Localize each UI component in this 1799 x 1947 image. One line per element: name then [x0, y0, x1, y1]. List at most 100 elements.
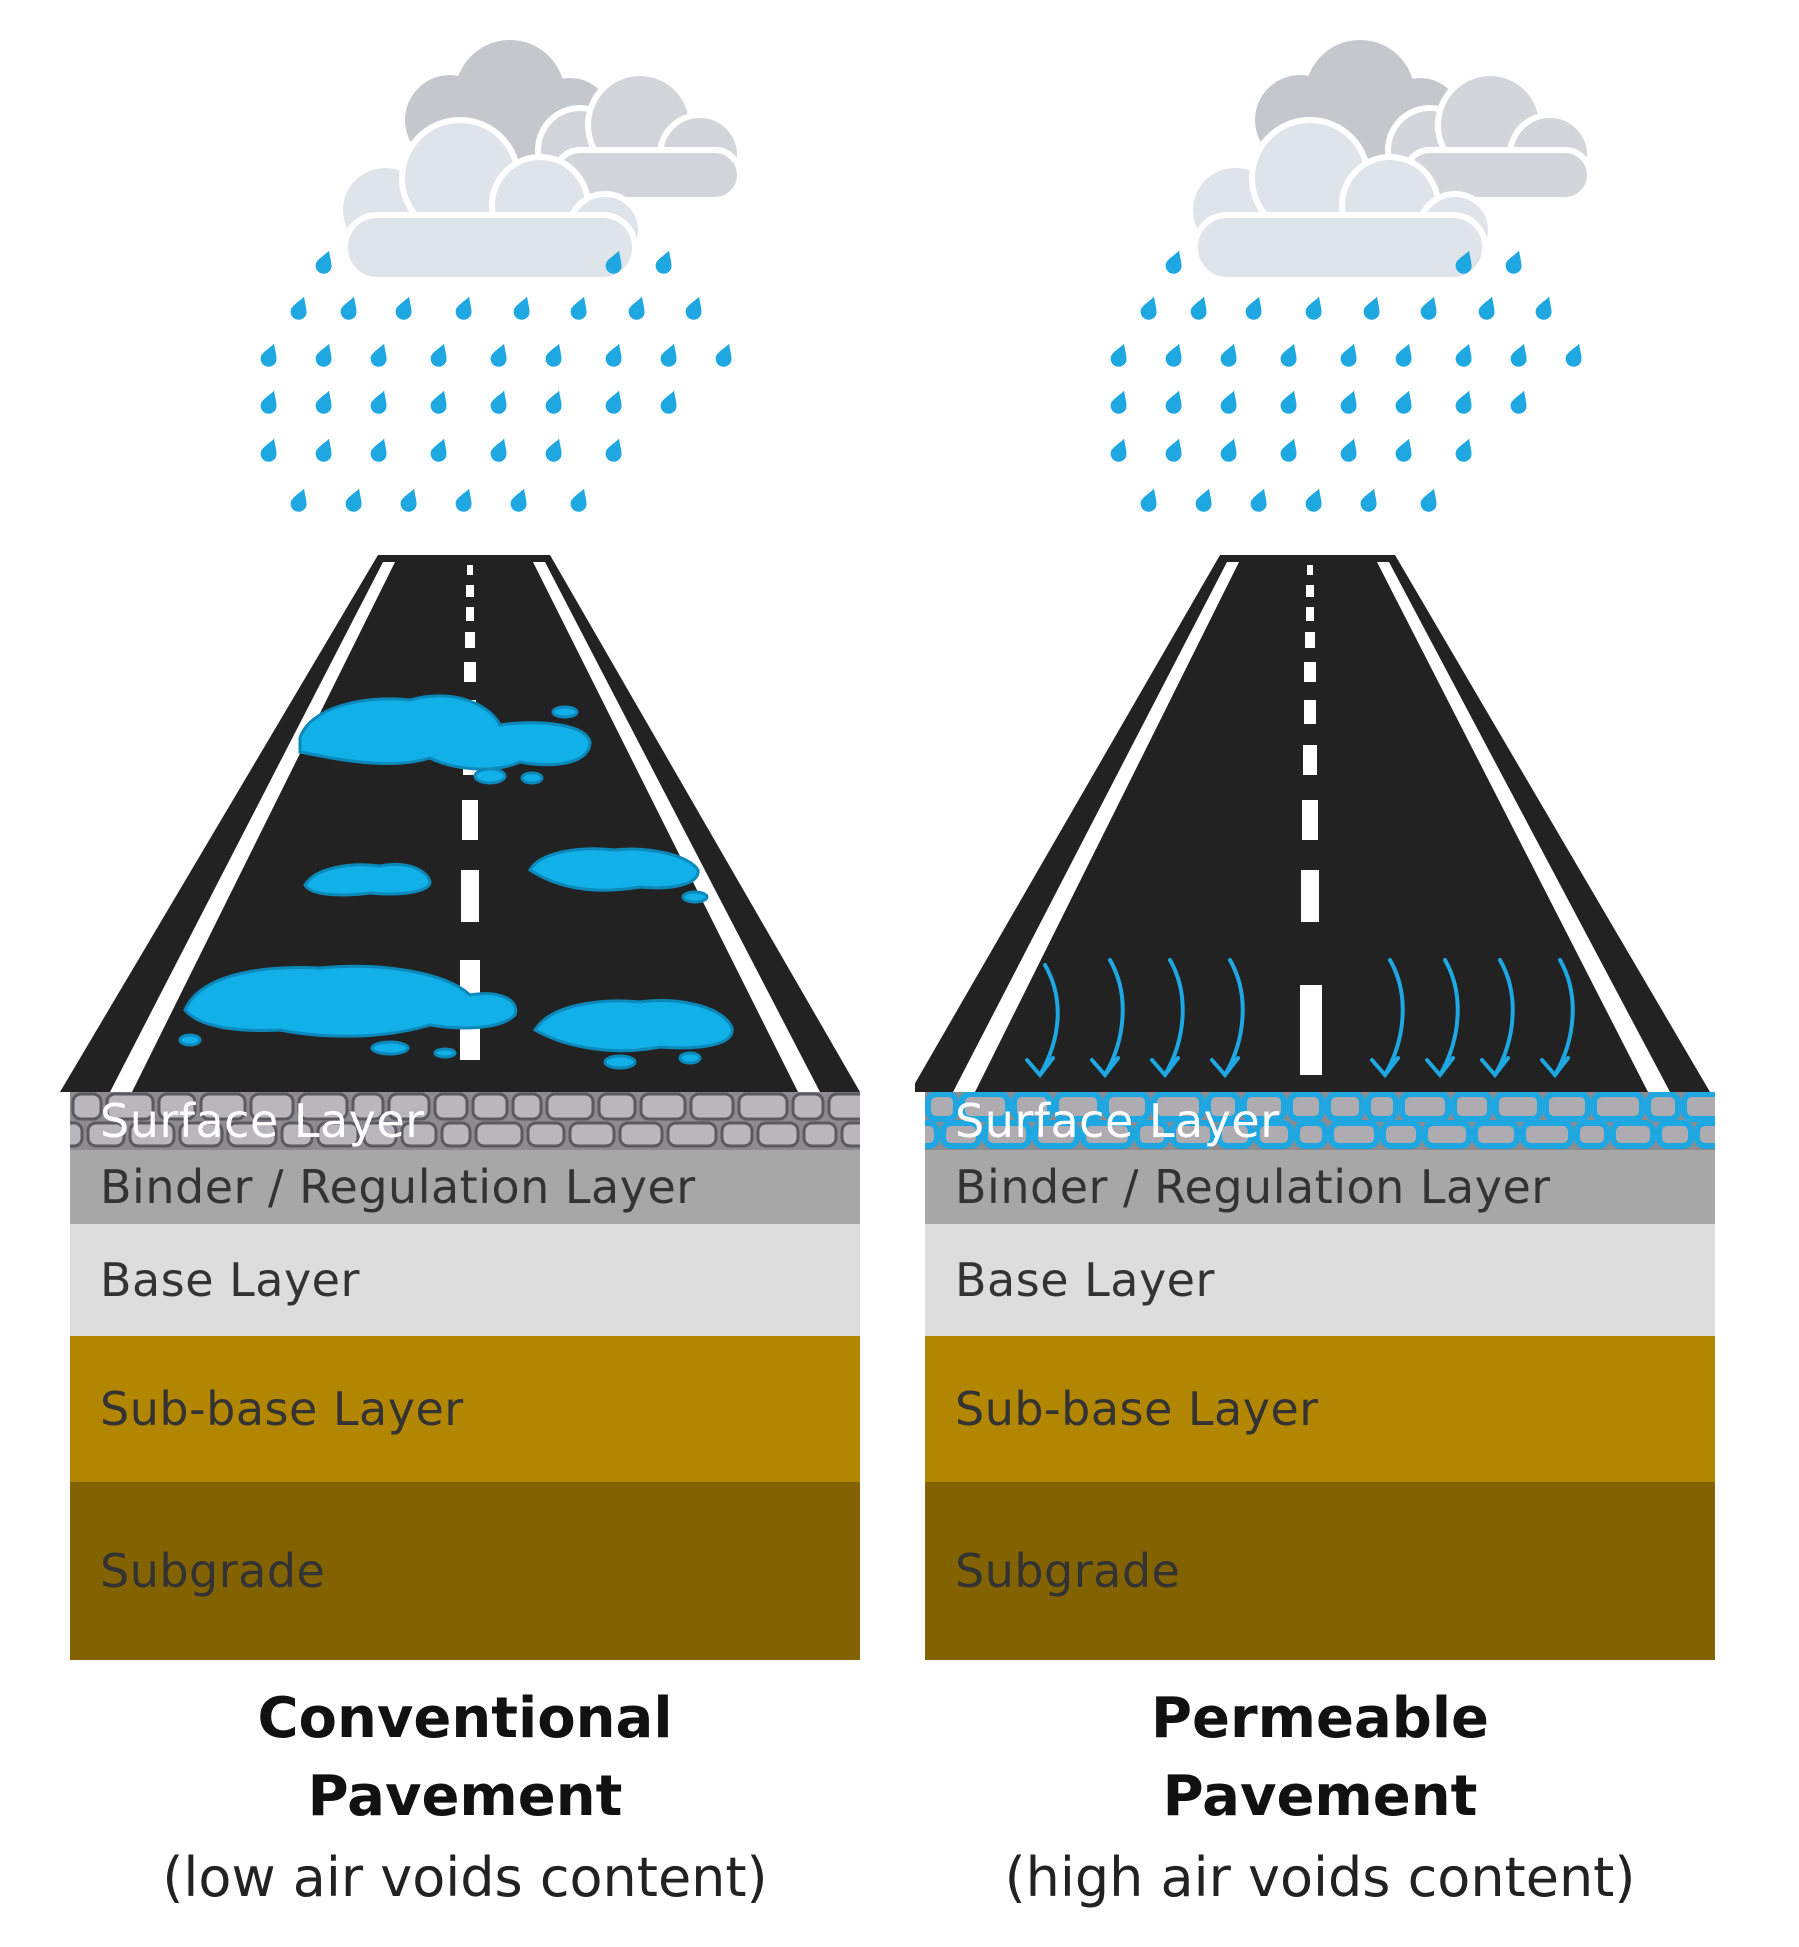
raindrop-icon	[1505, 250, 1522, 274]
base-layer-label: Base Layer	[955, 1253, 1215, 1307]
raindrop-icon	[1245, 296, 1262, 320]
raindrop-icon	[655, 250, 672, 274]
raindrop-icon	[345, 488, 362, 512]
raindrop-icon	[1510, 343, 1527, 367]
raindrop-icon	[490, 343, 507, 367]
raindrop-icon	[605, 390, 622, 414]
raindrop-icon	[430, 343, 447, 367]
conventional-pavement-panel: Surface Layer Binder / Regulation Layer …	[60, 0, 870, 1947]
raindrop-icon	[545, 390, 562, 414]
raindrop-icon	[1420, 296, 1437, 320]
raindrop-icon	[1340, 343, 1357, 367]
rain-cloud-icon	[337, 40, 743, 283]
subbase-layer-label: Sub-base Layer	[955, 1382, 1319, 1436]
raindrop-icon	[1455, 390, 1472, 414]
caption-title-line2: Pavement	[1162, 1764, 1478, 1829]
pavement-layers: Surface Layer Binder / Regulation Layer …	[70, 1092, 860, 1660]
surface-layer-label: Surface Layer	[100, 1094, 425, 1148]
caption-title-line2: Pavement	[307, 1764, 623, 1829]
subbase-layer: Sub-base Layer	[925, 1336, 1715, 1482]
subbase-layer: Sub-base Layer	[70, 1336, 860, 1482]
subgrade-layer: Subgrade	[70, 1482, 860, 1660]
raindrop-icon	[290, 488, 307, 512]
raindrop-icon	[1220, 343, 1237, 367]
raindrop-icon	[715, 343, 732, 367]
raindrop-icon	[1455, 343, 1472, 367]
raindrop-icon	[685, 296, 702, 320]
raindrop-icon	[370, 343, 387, 367]
surface-layer: Surface Layer	[70, 1092, 860, 1150]
conventional-caption: Conventional Pavement (low air voids con…	[70, 1680, 860, 1918]
raindrop-icon	[1455, 438, 1472, 462]
road	[915, 555, 1710, 1092]
raindrop-icon	[455, 488, 472, 512]
raindrop-icon	[430, 438, 447, 462]
raindrop-icon	[1340, 390, 1357, 414]
raindrops	[1110, 250, 1582, 512]
raindrop-icon	[1220, 390, 1237, 414]
raindrop-icon	[370, 390, 387, 414]
raindrop-icon	[545, 343, 562, 367]
raindrop-icon	[1165, 438, 1182, 462]
raindrop-icon	[1110, 390, 1127, 414]
stone-texture	[70, 1092, 860, 1150]
raindrop-icon	[1395, 438, 1412, 462]
raindrop-icon	[660, 343, 677, 367]
raindrop-icon	[1535, 296, 1552, 320]
permeable-caption: Permeable Pavement (high air voids conte…	[925, 1680, 1715, 1918]
caption-title-line1: Permeable	[1150, 1686, 1490, 1751]
raindrop-icon	[570, 296, 587, 320]
caption-subtitle: (low air voids content)	[162, 1846, 768, 1909]
road	[60, 555, 860, 1092]
raindrop-icon	[490, 390, 507, 414]
raindrop-icon	[1360, 488, 1377, 512]
raindrop-icon	[1363, 296, 1380, 320]
raindrop-icon	[1165, 343, 1182, 367]
raindrop-icon	[1478, 296, 1495, 320]
raindrop-icon	[1165, 390, 1182, 414]
conventional-scene	[60, 40, 860, 1092]
raindrop-icon	[260, 390, 277, 414]
base-layer-label: Base Layer	[100, 1253, 360, 1307]
raindrop-icon	[290, 296, 307, 320]
raindrop-icon	[510, 488, 527, 512]
raindrop-icon	[513, 296, 530, 320]
pavement-layers: Surface Layer Binder / Regulation Layer …	[925, 1092, 1715, 1660]
surface-layer-label: Surface Layer	[955, 1094, 1280, 1148]
porous-texture	[925, 1092, 1715, 1150]
raindrop-icon	[1280, 343, 1297, 367]
raindrop-icon	[1340, 438, 1357, 462]
raindrop-icon	[1395, 390, 1412, 414]
raindrop-icon	[1280, 390, 1297, 414]
surface-layer: Surface Layer	[925, 1092, 1715, 1150]
raindrop-icon	[605, 438, 622, 462]
rain-cloud-icon	[1187, 40, 1593, 283]
raindrop-icon	[315, 390, 332, 414]
raindrop-icon	[1565, 343, 1582, 367]
raindrop-icon	[1305, 296, 1322, 320]
raindrop-icon	[1455, 250, 1472, 274]
raindrops	[260, 250, 732, 512]
raindrop-icon	[1395, 343, 1412, 367]
raindrop-icon	[260, 438, 277, 462]
raindrop-icon	[430, 390, 447, 414]
raindrop-icon	[490, 438, 507, 462]
raindrop-icon	[1140, 488, 1157, 512]
raindrop-icon	[1420, 488, 1437, 512]
permeable-pavement-panel: Surface Layer Binder / Regulation Layer …	[915, 0, 1725, 1947]
subbase-layer-label: Sub-base Layer	[100, 1382, 464, 1436]
raindrop-icon	[605, 250, 622, 274]
caption-subtitle: (high air voids content)	[1004, 1846, 1636, 1909]
binder-layer: Binder / Regulation Layer	[925, 1150, 1715, 1224]
raindrop-icon	[628, 296, 645, 320]
raindrop-icon	[1110, 343, 1127, 367]
raindrop-icon	[1250, 488, 1267, 512]
raindrop-icon	[660, 390, 677, 414]
raindrop-icon	[1280, 438, 1297, 462]
puddle-icon	[178, 694, 734, 1070]
raindrop-icon	[1165, 250, 1182, 274]
raindrop-icon	[545, 438, 562, 462]
raindrop-icon	[340, 296, 357, 320]
subgrade-layer-label: Subgrade	[100, 1544, 326, 1598]
raindrop-icon	[395, 296, 412, 320]
